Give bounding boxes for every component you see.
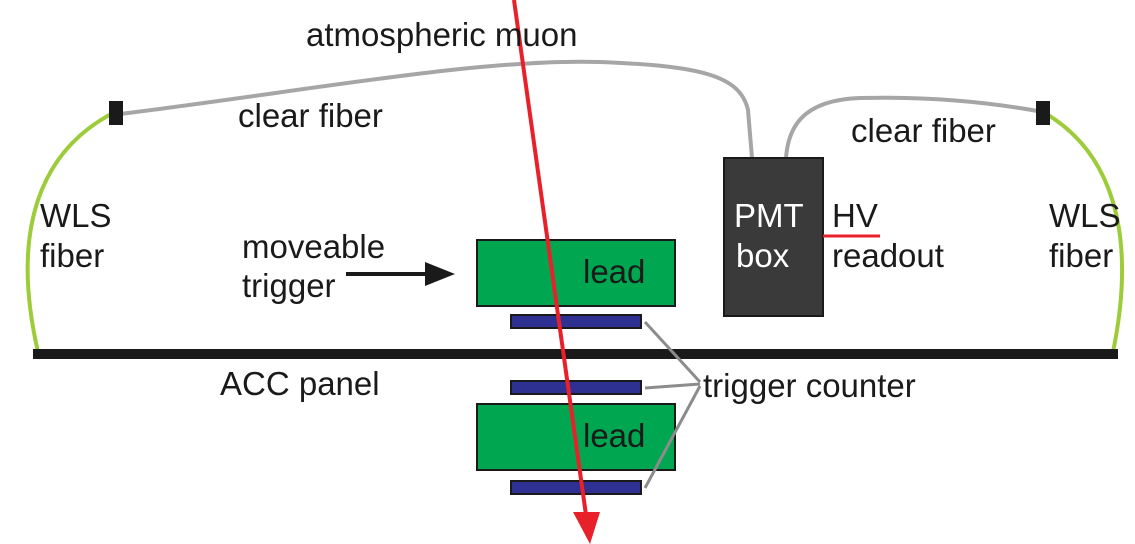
label-wls-right-1: WLS — [1049, 197, 1121, 234]
trigger-counter-2 — [510, 380, 642, 395]
label-wls-right-2: fiber — [1049, 237, 1114, 274]
wls-fiber-left — [25, 110, 116, 353]
acc-panel — [33, 349, 1118, 359]
label-clear-fiber-right: clear fiber — [851, 112, 996, 149]
leader-counter-3 — [643, 385, 702, 489]
clear-fiber-left — [119, 59, 754, 159]
muon-arrow-head — [573, 512, 600, 544]
label-pmt: PMT — [734, 197, 804, 234]
label-wls-left-1: WLS — [40, 197, 112, 234]
label-box: box — [736, 237, 790, 274]
lead-block-bottom — [476, 403, 676, 471]
pmt-box — [723, 157, 824, 317]
wls-fiber-right — [1042, 110, 1125, 353]
connector-left — [109, 101, 123, 125]
leader-counter-1 — [643, 320, 702, 384]
trigger-counter-1 — [510, 314, 642, 329]
moveable-arrow-head — [425, 262, 455, 286]
label-wls-left-2: fiber — [40, 237, 105, 274]
muon-track — [512, 0, 588, 516]
lead-block-top — [476, 239, 676, 307]
label-lead-top: lead — [583, 253, 646, 290]
label-atmospheric-muon: atmospheric muon — [306, 16, 578, 53]
label-moveable: moveable — [242, 228, 386, 265]
label-trigger-counter: trigger counter — [703, 367, 916, 404]
clear-fiber-right — [784, 95, 1044, 159]
label-lead-bottom: lead — [583, 417, 646, 454]
label-clear-fiber-left: clear fiber — [238, 97, 383, 134]
leader-counter-2 — [644, 382, 701, 390]
trigger-counter-3 — [510, 480, 642, 495]
label-trigger: trigger — [242, 267, 336, 304]
label-acc-panel: ACC panel — [220, 365, 380, 402]
label-hv: HV — [832, 197, 878, 234]
label-readout: readout — [832, 237, 944, 274]
connector-right — [1036, 101, 1050, 125]
